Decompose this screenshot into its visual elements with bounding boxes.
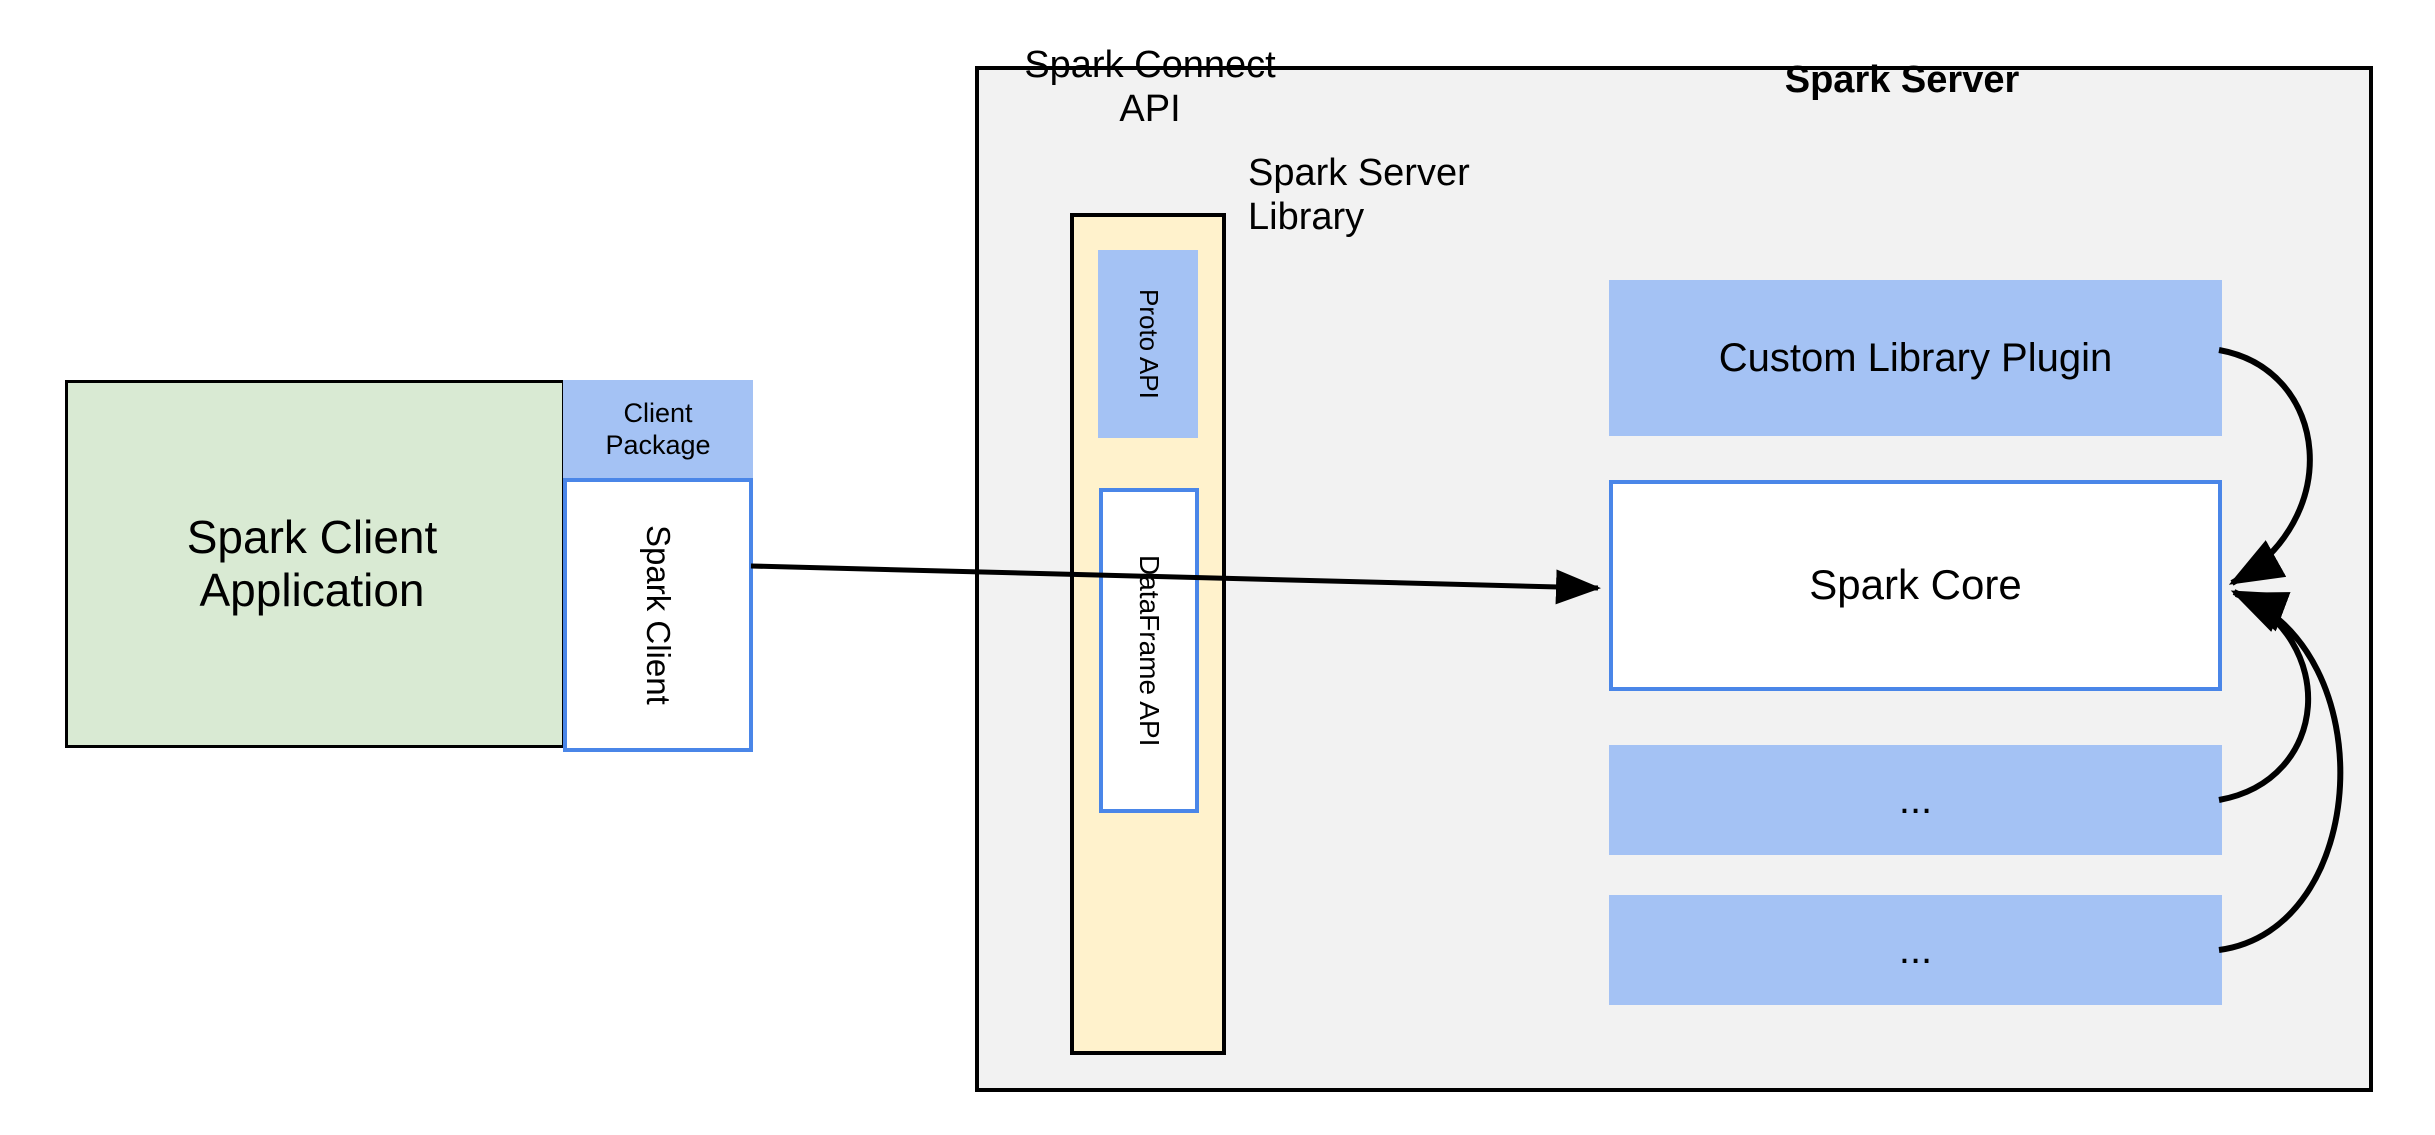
spark-server-library-label-line2: Library — [1248, 196, 1365, 238]
client-package-box: Client Package — [563, 380, 753, 479]
client-package-label-line2: Package — [605, 429, 711, 460]
spark-client-application-label-line1: Spark Client — [186, 511, 438, 564]
dataframe-api-box: DataFrame API — [1099, 488, 1199, 813]
server-component-placeholder-2: ... — [1609, 895, 2222, 1005]
spark-core-box: Spark Core — [1609, 480, 2222, 691]
spark-client-box: Spark Client — [563, 478, 753, 752]
custom-library-plugin-box: Custom Library Plugin — [1609, 280, 2222, 436]
custom-library-plugin-label: Custom Library Plugin — [1718, 336, 2113, 380]
spark-server-title: Spark Server — [1784, 59, 2020, 102]
proto-api-label: Proto API — [1133, 289, 1164, 399]
server-component-placeholder-2-label: ... — [1898, 928, 1933, 972]
spark-client-application-box: Spark Client Application — [65, 380, 565, 748]
proto-api-box: Proto API — [1098, 250, 1198, 438]
server-component-placeholder-1-label: ... — [1898, 778, 1933, 822]
client-package-label-line1: Client — [623, 398, 693, 429]
dataframe-api-label: DataFrame API — [1134, 554, 1166, 747]
spark-connect-api-label-line2: API — [1119, 88, 1181, 130]
server-component-placeholder-1: ... — [1609, 745, 2222, 855]
spark-core-label: Spark Core — [1809, 561, 2022, 609]
spark-connect-api-label: Spark Connect API — [1005, 40, 1295, 136]
spark-server-library-label-line1: Spark Server — [1248, 152, 1470, 195]
spark-connect-api-label-line1: Spark Connect — [1024, 44, 1276, 87]
spark-server-library-label: Spark Server Library — [1248, 148, 1578, 244]
spark-client-application-label-line2: Application — [199, 564, 425, 616]
spark-client-label: Spark Client — [639, 525, 677, 705]
